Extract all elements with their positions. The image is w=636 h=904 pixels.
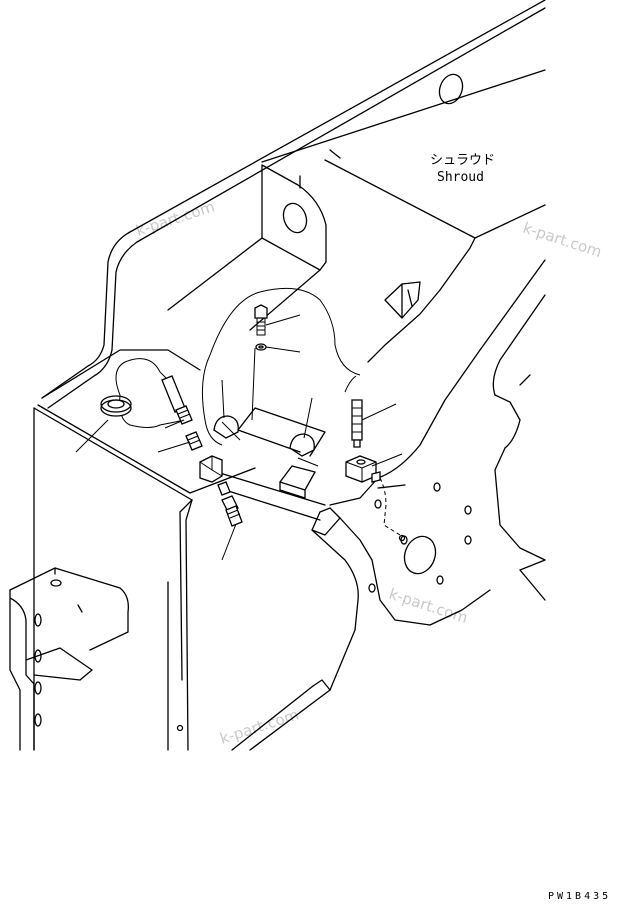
adapter-block [199,455,231,496]
harness-clamp [213,415,241,441]
leader-lines [75,314,403,561]
shroud-panel [324,149,546,363]
clip-bracket [384,281,421,319]
watermark: k-part.com [218,705,301,747]
watermark: k-part.com [521,219,604,261]
shroud-label-jp: シュラウド [430,153,495,168]
square-block [345,455,381,483]
temperature-sensor [221,495,243,527]
hidden-hole [398,534,406,542]
switch-fitting [185,431,203,451]
lower-bracket [9,567,129,751]
wiring-harness [115,287,361,446]
top-plate [37,349,256,494]
grommet [100,395,132,417]
hidden-line [379,477,401,536]
stud-bolt [351,399,363,448]
upper-frame [41,0,546,409]
right-cross-member [329,259,546,626]
bolt [254,304,268,336]
washer [255,343,267,351]
drawing-code: PW1B435 [548,891,611,902]
relay-box [279,465,316,499]
sensor-connector [161,375,193,425]
frame-rails [209,469,359,751]
shroud-label-en: Shroud [437,170,484,185]
mount-bracket [167,164,327,331]
left-housing [33,407,193,751]
clamp-plate [237,407,326,457]
